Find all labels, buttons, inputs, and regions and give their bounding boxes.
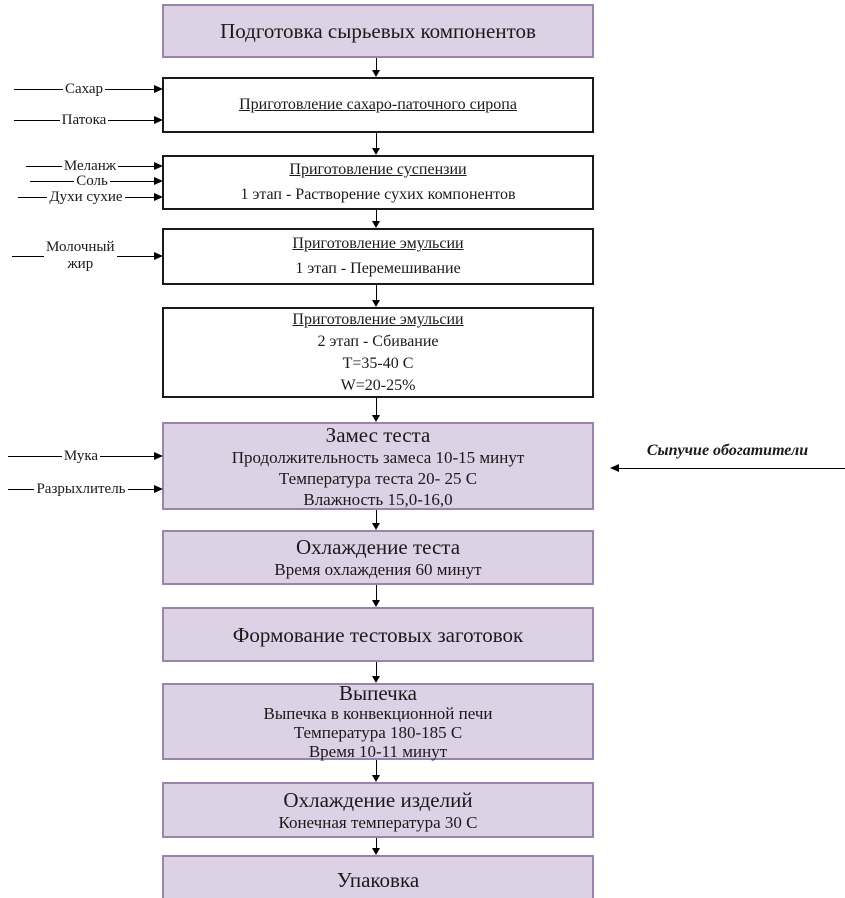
input-line <box>14 119 60 121</box>
flow-arrow-down-icon <box>371 285 380 307</box>
input-leavening: Разрыхлитель <box>8 480 163 498</box>
node-product-cooling: Охлаждение изделий Конечная температура … <box>162 782 594 838</box>
input-molasses: Патока <box>14 111 163 129</box>
node-detail: 1 этап - Перемешивание <box>295 260 461 277</box>
input-line <box>100 455 154 457</box>
node-detail: W=20-25% <box>340 377 416 394</box>
flow-arrow-down-icon <box>371 510 380 530</box>
node-dough-cooling: Охлаждение теста Время охлаждения 60 мин… <box>162 530 594 585</box>
node-baking: Выпечка Выпечка в конвекционной печи Тем… <box>162 681 594 761</box>
input-melange: Меланж <box>26 157 163 175</box>
node-detail: Температура 180-185 С <box>293 723 463 742</box>
arrow-right-icon <box>154 252 163 260</box>
arrow-right-icon <box>154 452 163 460</box>
arrow-right-icon <box>154 177 164 185</box>
input-line <box>8 488 35 490</box>
flow-arrow-down-icon <box>371 133 380 155</box>
node-emulsion-stage1: Приготовление эмульсии 1 этап - Перемеши… <box>162 228 594 285</box>
input-label: Мука <box>63 447 99 464</box>
node-detail: Выпечка в конвекционной печи <box>263 704 493 723</box>
node-detail: 1 этап - Растворение сухих компонентов <box>240 186 516 203</box>
input-line <box>30 180 75 182</box>
node-title: Приготовление суспензии <box>289 161 467 178</box>
node-detail: Продолжительность замеса 10-15 минут <box>231 447 525 467</box>
input-line <box>26 165 62 167</box>
input-line <box>108 119 154 121</box>
input-line <box>124 196 154 198</box>
input-salt: Соль <box>30 172 164 190</box>
input-sugar: Сахар <box>14 80 163 98</box>
input-label: Патока <box>61 111 107 128</box>
input-label: Сахар <box>64 80 104 97</box>
arrow-left <box>610 464 845 472</box>
node-title: Подготовка сырьевых компонентов <box>220 19 536 43</box>
input-label: Духи сухие <box>49 188 123 205</box>
input-dry-perfumes: Духи сухие <box>18 188 163 206</box>
node-title: Замес теста <box>325 422 431 447</box>
node-detail: Время охлаждения 60 минут <box>274 560 482 579</box>
node-forming: Формование тестовых заготовок <box>162 607 594 662</box>
input-milk-fat: Молочный жир <box>12 238 163 274</box>
input-line <box>118 165 154 167</box>
node-title: Формование тестовых заготовок <box>232 622 524 647</box>
arrow-right-icon <box>154 116 163 124</box>
flow-arrow-down-icon <box>371 58 380 77</box>
input-line <box>109 180 155 182</box>
flow-arrow-down-icon <box>371 585 380 607</box>
input-label-line: Молочный <box>46 239 115 255</box>
node-detail: Влажность 15,0-16,0 <box>303 489 453 509</box>
node-detail: 2 этап - Сбивание <box>317 333 439 350</box>
flow-arrow-down-icon <box>371 838 380 855</box>
flow-arrow-down-icon <box>371 398 380 422</box>
input-line <box>14 88 63 90</box>
node-title: Приготовление эмульсии <box>292 235 464 252</box>
input-line <box>127 488 154 490</box>
input-label: Разрыхлитель <box>36 480 126 497</box>
input-label: Молочный жир <box>44 239 117 273</box>
arrow-right-icon <box>154 162 163 170</box>
input-line <box>116 255 154 257</box>
node-detail: Температура теста 20- 25 С <box>278 468 478 488</box>
flow-arrow-down-icon <box>371 210 380 228</box>
input-line <box>12 255 44 257</box>
input-bulk-enrichers: Сыпучие обогатители <box>610 441 845 472</box>
input-label: Соль <box>76 172 108 189</box>
input-label: Сыпучие обогатители <box>646 442 809 459</box>
node-detail: Т=35-40 С <box>342 355 414 372</box>
arrow-right-icon <box>154 193 163 201</box>
node-title: Выпечка <box>339 681 417 705</box>
node-title: Охлаждение теста <box>295 535 461 559</box>
input-line <box>105 88 154 90</box>
node-packaging: Упаковка <box>162 855 594 898</box>
input-label-line: жир <box>67 256 94 272</box>
node-detail: Время 10-11 минут <box>308 742 448 761</box>
arrow-left-icon <box>610 464 619 472</box>
node-title: Упаковка <box>336 868 420 892</box>
node-prep: Подготовка сырьевых компонентов <box>162 4 594 58</box>
input-line <box>18 196 48 198</box>
flow-arrow-down-icon <box>371 760 380 782</box>
node-title: Охлаждение изделий <box>283 787 473 812</box>
node-syrup: Приготовление сахаро-паточного сиропа <box>162 77 594 133</box>
node-title: Приготовление сахаро-паточного сиропа <box>239 96 517 113</box>
node-detail: Конечная температура 30 С <box>278 812 478 832</box>
node-suspension: Приготовление суспензии 1 этап - Раствор… <box>162 155 594 210</box>
node-emulsion-stage2: Приготовление эмульсии 2 этап - Сбивание… <box>162 307 594 398</box>
input-flour: Мука <box>8 447 163 465</box>
node-kneading: Замес теста Продолжительность замеса 10-… <box>162 422 594 510</box>
arrow-right-icon <box>154 485 163 493</box>
flow-arrow-down-icon <box>371 662 380 683</box>
input-line <box>619 467 845 469</box>
input-line <box>8 455 62 457</box>
input-label: Меланж <box>63 157 117 174</box>
arrow-right-icon <box>154 85 163 93</box>
node-title: Приготовление эмульсии <box>292 311 464 328</box>
